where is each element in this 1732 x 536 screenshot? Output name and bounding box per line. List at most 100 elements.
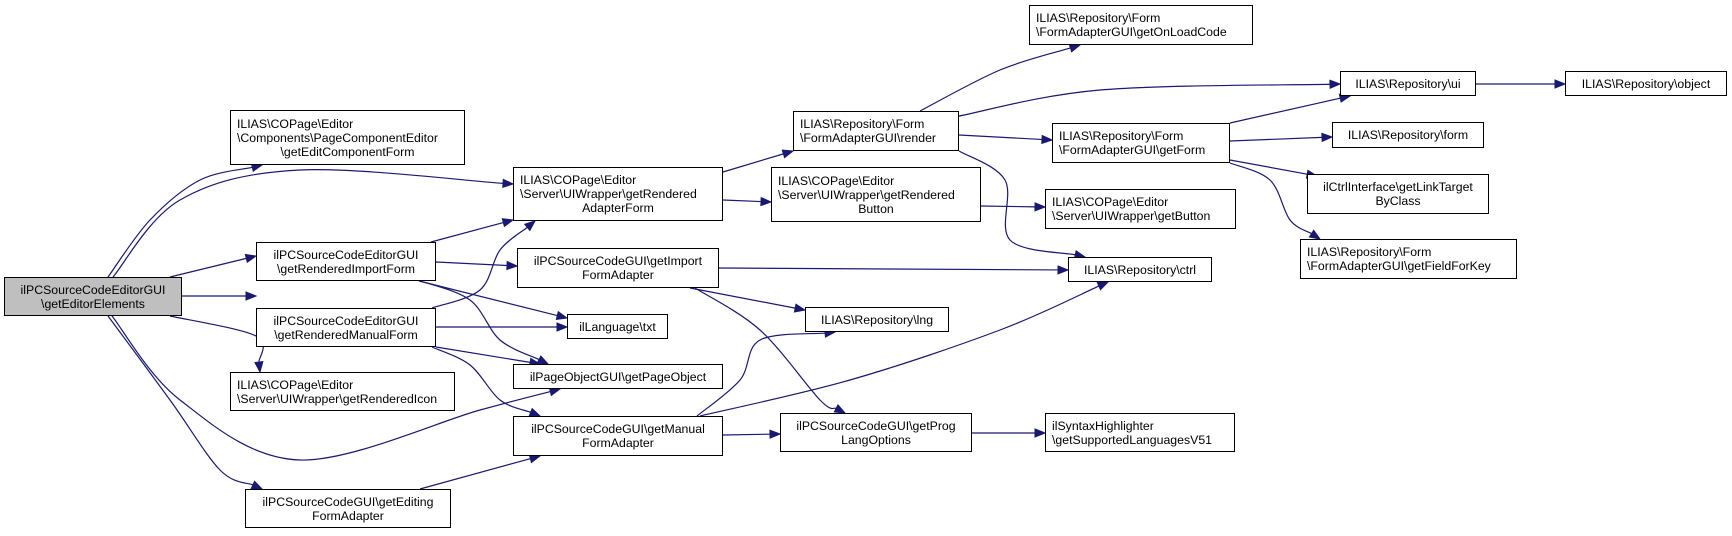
arrowhead-icon	[501, 218, 515, 228]
node-label-line: \FormAdapterGUI\render	[800, 131, 936, 145]
node-label-line: ilPCSourceCodeEditorGUI	[273, 247, 419, 262]
edge-n10-to-n23	[722, 433, 771, 436]
edge-n11-to-n14	[958, 83, 1331, 117]
edge-n0-to-n9	[111, 315, 551, 461]
node-label-line: ilPageObjectGUI\getPageObject	[529, 369, 707, 384]
function-node[interactable]: ilLanguage\txt	[567, 314, 668, 339]
node-label-line: ILIAS\COPage\Editor	[237, 116, 354, 131]
edge-n7-to-n21	[718, 267, 1059, 271]
edge-n0-to-n2	[112, 169, 504, 278]
node-label-line: ILIAS\Repository\form	[1347, 128, 1469, 142]
node-label-line: ilPCSourceCodeEditorGUI	[20, 282, 166, 297]
arrowhead-icon	[833, 403, 847, 414]
node-label-line: \FormAdapterGUI\getFieldForKey	[1307, 259, 1491, 273]
node-label-line: ILIAS\Repository\Form	[1307, 245, 1432, 259]
edge-n16-to-n14	[1229, 97, 1341, 124]
function-node[interactable]: ilSyntaxHighlighter\getSupportedLanguage…	[1045, 413, 1235, 452]
node-label-line: ilPCSourceCodeGUI\getEditing	[262, 494, 434, 509]
arrowhead-icon	[506, 260, 519, 271]
node-label-line: \FormAdapterGUI\getOnLoadCode	[1036, 25, 1227, 39]
node-label-line: \getSupportedLanguagesV51	[1052, 432, 1212, 447]
node-label-line: \getRenderedImportForm	[276, 261, 416, 276]
arrowhead-icon	[781, 149, 795, 159]
node-label-line: ILIAS\Repository\ui	[1355, 76, 1461, 91]
arrowhead-icon	[502, 178, 515, 189]
edge-n11-to-n13	[919, 47, 1071, 112]
root-function-node[interactable]: ilPCSourceCodeEditorGUI\getEditorElement…	[4, 277, 182, 316]
arrowhead-icon	[250, 480, 264, 490]
edge-n12-to-n20	[980, 205, 1036, 208]
function-node[interactable]: ILIAS\Repository\Form\FormAdapterGUI\get…	[1029, 5, 1253, 45]
arrowhead-icon	[1321, 132, 1334, 143]
node-label-line: \FormAdapterGUI\getForm	[1059, 143, 1206, 157]
node-label-line: ilPCSourceCodeGUI\getProg	[796, 418, 956, 433]
node-label-line: ILIAS\Repository\lng	[820, 312, 934, 327]
node-label-line: ilSyntaxHighlighter	[1052, 418, 1154, 433]
edge-n7-to-n22	[689, 287, 796, 309]
function-node[interactable]: ILIAS\COPage\Editor\Server\UIWrapper\get…	[230, 372, 455, 411]
function-node[interactable]: ilPCSourceCodeEditorGUI\getRenderedManua…	[256, 308, 436, 347]
edge-n3-to-n8	[418, 280, 558, 317]
edge-n4-to-n9	[435, 346, 531, 363]
function-node[interactable]: ILIAS\Repository\Form\FormAdapterGUI\get…	[1300, 239, 1517, 279]
node-label-line: ILIAS\COPage\Editor	[1052, 195, 1169, 209]
edge-n16-to-n18	[1229, 159, 1308, 175]
arrowhead-icon	[1034, 202, 1047, 212]
node-label-line: \Components\PageComponentEditor	[237, 130, 438, 145]
edge-n0-to-n3	[169, 257, 247, 278]
edge-n4-to-n2	[431, 226, 528, 309]
node-label-line: ilPCSourceCodeGUI\getImport	[533, 254, 703, 268]
node-label-line: FormAdapter	[312, 508, 384, 523]
edge-n6-to-n10	[419, 458, 531, 490]
node-label-line: \Server\UIWrapper\getButton	[1052, 209, 1211, 223]
node-label-line: \getEditorElements	[41, 296, 145, 311]
arrowhead-icon	[523, 220, 537, 232]
node-label-line: \Server\UIWrapper\getRendered	[520, 187, 697, 201]
edge-n10-to-n22	[696, 332, 826, 417]
edge-n16-to-n17	[1229, 136, 1323, 142]
node-label-line: AdapterForm	[582, 201, 654, 215]
node-label-line: FormAdapter	[582, 268, 654, 282]
function-node[interactable]: ILIAS\Repository\ctrl	[1068, 257, 1212, 282]
arrowhead-icon	[1308, 229, 1322, 240]
function-node[interactable]: ILIAS\COPage\Editor\Components\PageCompo…	[230, 110, 465, 165]
function-node[interactable]: ILIAS\Repository\lng	[805, 307, 949, 332]
function-node[interactable]: ILIAS\Repository\Form\FormAdapterGUI\get…	[1052, 123, 1230, 163]
function-node[interactable]: ILIAS\Repository\object	[1565, 71, 1727, 96]
arrowhead-icon	[556, 322, 569, 332]
arrowhead-icon	[1034, 428, 1047, 438]
node-label-line: ILIAS\Repository\object	[1581, 76, 1711, 91]
function-node[interactable]: ILIAS\Repository\Form\FormAdapterGUI\ren…	[793, 111, 959, 151]
edge-n7-to-n23	[694, 287, 837, 410]
function-node[interactable]: ILIAS\COPage\Editor\Server\UIWrapper\get…	[771, 167, 981, 222]
edge-n16-to-n19	[1229, 162, 1312, 235]
arrowhead-icon	[1329, 79, 1342, 89]
function-node[interactable]: ilPageObjectGUI\getPageObject	[513, 364, 723, 389]
node-label-line: ilPCSourceCodeGUI\getManual	[531, 422, 705, 436]
edge-n2-to-n11	[722, 153, 784, 173]
function-node[interactable]: ILIAS\COPage\Editor\Server\UIWrapper\get…	[513, 167, 723, 221]
edge-n0-to-n6	[107, 315, 254, 486]
edge-n4-to-n10	[431, 346, 531, 413]
node-label-line: ILIAS\Repository\ctrl	[1083, 262, 1197, 277]
arrowhead-icon	[1554, 79, 1567, 89]
arrowhead-icon	[244, 253, 258, 264]
node-label-line: ILIAS\Repository\Form	[1059, 129, 1184, 143]
edge-n10-to-n21	[699, 285, 1100, 417]
node-label-line: ILIAS\Repository\Form	[800, 117, 925, 131]
arrowhead-icon	[1057, 265, 1070, 275]
edge-n3-to-n2	[430, 222, 504, 243]
arrowhead-icon	[1096, 281, 1110, 291]
arrowhead-icon	[528, 407, 542, 417]
function-node[interactable]: ilPCSourceCodeEditorGUI\getRenderedImpor…	[256, 242, 436, 281]
function-node[interactable]: ILIAS\COPage\Editor\Server\UIWrapper\get…	[1045, 189, 1236, 229]
function-node[interactable]: ILIAS\Repository\ui	[1340, 71, 1476, 96]
edge-n11-to-n16	[958, 134, 1043, 141]
function-node[interactable]: ILIAS\Repository\form	[1332, 122, 1484, 148]
